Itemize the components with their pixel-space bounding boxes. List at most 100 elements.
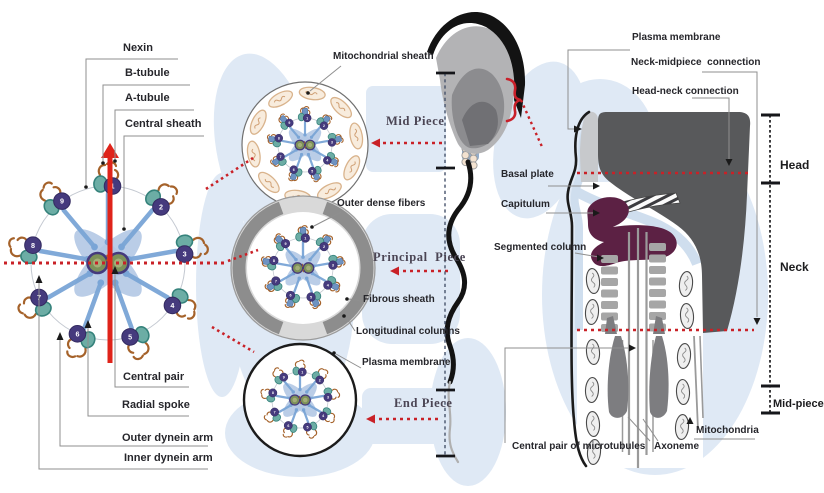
- inner-dynein-connector: [38, 279, 208, 470]
- column-segment: [601, 289, 618, 298]
- a-tubule: [285, 290, 296, 300]
- a-tubule: [280, 238, 291, 249]
- radial-spoke: [285, 247, 297, 261]
- mitochondrion: [257, 171, 280, 194]
- doublet-number: 6: [293, 168, 295, 172]
- spoke-head: [118, 243, 125, 251]
- radial-spoke: [283, 149, 297, 158]
- doublet-number: 7: [275, 279, 277, 283]
- axoneme-connector-2: [642, 418, 659, 442]
- central-pair-linker: [303, 140, 307, 150]
- midpiece-bead: [461, 151, 470, 160]
- longitudinal-columns-connector: [345, 316, 356, 332]
- a-tubule: [283, 421, 293, 430]
- spoke-head: [294, 257, 298, 262]
- head-scale-label: Head: [780, 158, 810, 172]
- flagellum-scale-ticks: [436, 71, 455, 458]
- central-pair-of-microtubules-label: Central pair of microtubules: [512, 441, 646, 452]
- sperm-silhouette: [427, 12, 526, 464]
- radial-spoke-connector: [87, 324, 189, 417]
- spoke-head: [308, 257, 312, 262]
- spoke-head: [97, 279, 105, 287]
- midpiece-arrowhead: [371, 138, 380, 148]
- doublet-number: 2: [159, 202, 163, 211]
- central-pair-core: [307, 142, 313, 148]
- doublet-number: 6: [290, 294, 292, 298]
- fibrous-sheath-label: Fibrous sheath: [363, 294, 435, 305]
- segmented-column-label: Segmented column: [494, 242, 587, 253]
- radial-spoke: [302, 409, 310, 424]
- radial-spoke: [119, 207, 155, 249]
- doublet-number: 3: [183, 250, 187, 259]
- central-pair-core: [303, 397, 308, 403]
- neck-midpiece-connection-label: Neck-midpiece connection: [631, 57, 761, 68]
- a-tubule: [121, 328, 139, 346]
- mitochondrion: [249, 109, 267, 135]
- doublet-number: 2: [323, 245, 325, 249]
- radial-spoke: [307, 153, 315, 168]
- a-tubule: [323, 156, 332, 165]
- radial-spoke: [276, 262, 293, 268]
- a-tubule: [328, 260, 338, 270]
- neck-longitudinal-diagram: [566, 110, 751, 468]
- column-segment: [649, 277, 666, 286]
- column-segment: [649, 254, 666, 263]
- doublet-number: 8: [273, 259, 275, 263]
- a-tubule: [24, 236, 42, 254]
- plasma-membrane-outline: [566, 110, 591, 468]
- radial-spoke-label: Radial spoke: [122, 399, 190, 411]
- spoke-head: [301, 408, 306, 412]
- radial-spoke: [289, 126, 300, 138]
- central-sheath-connector: [123, 135, 204, 227]
- mitochondrion: [676, 342, 692, 370]
- a-tubule: [306, 292, 316, 302]
- central-pair-connector: [114, 271, 189, 388]
- doublet-number: 8: [278, 136, 280, 140]
- mitochondrion: [584, 298, 600, 326]
- column-segment: [601, 255, 618, 263]
- radial-spoke: [61, 207, 97, 249]
- mitochondrion: [349, 122, 364, 150]
- spoke-head: [303, 133, 307, 137]
- acrosome-sliver: [580, 111, 598, 182]
- central-pair-core: [297, 142, 303, 148]
- central-pair-core: [295, 265, 300, 271]
- fibrous-sheath-connector: [348, 298, 362, 302]
- outer-dynein-arm-label: Outer dynein arm: [122, 432, 214, 444]
- nexin-connector: [85, 58, 178, 185]
- a-tubule: [327, 138, 337, 147]
- column-segment: [601, 312, 618, 321]
- radial-spoke: [295, 153, 303, 168]
- end-piece-label: End Piece: [394, 396, 453, 410]
- inner-dynein-arm-label: Inner dynein arm: [124, 452, 213, 464]
- silhouette-head-dark: [462, 101, 498, 146]
- outer-dense-fibers-connector: [313, 211, 342, 227]
- a-tubule: [315, 375, 325, 385]
- doublet-number: 2: [323, 124, 325, 128]
- a-tubule-connector: [114, 109, 194, 159]
- doublet-number: 7: [274, 410, 276, 414]
- a-tubule: [307, 166, 317, 176]
- doublet-number: 5: [306, 425, 308, 429]
- a-tubule: [289, 165, 298, 174]
- a-tubule: [268, 388, 278, 398]
- mitochondrion: [268, 90, 294, 108]
- spoke-head: [305, 390, 309, 394]
- central-pair-core: [292, 397, 297, 403]
- doublet-number: 9: [288, 121, 290, 125]
- doublet-number: 5: [310, 295, 312, 299]
- doublet-number: 9: [60, 197, 64, 206]
- plasma-membrane-mid-connector: [335, 353, 362, 369]
- head-neck-connector: [692, 97, 730, 159]
- spoke-head: [304, 276, 309, 281]
- doublet-number: 8: [272, 391, 274, 395]
- capitulum-label: Capitulum: [501, 199, 550, 210]
- doublet-number: 3: [327, 396, 329, 400]
- doublet-number: 2: [319, 378, 321, 382]
- spoke-head: [299, 152, 304, 157]
- outer-dynein-connector: [59, 336, 208, 447]
- plasma-right-arrowhead: [574, 125, 582, 133]
- basal-plate-arrowhead: [593, 182, 600, 190]
